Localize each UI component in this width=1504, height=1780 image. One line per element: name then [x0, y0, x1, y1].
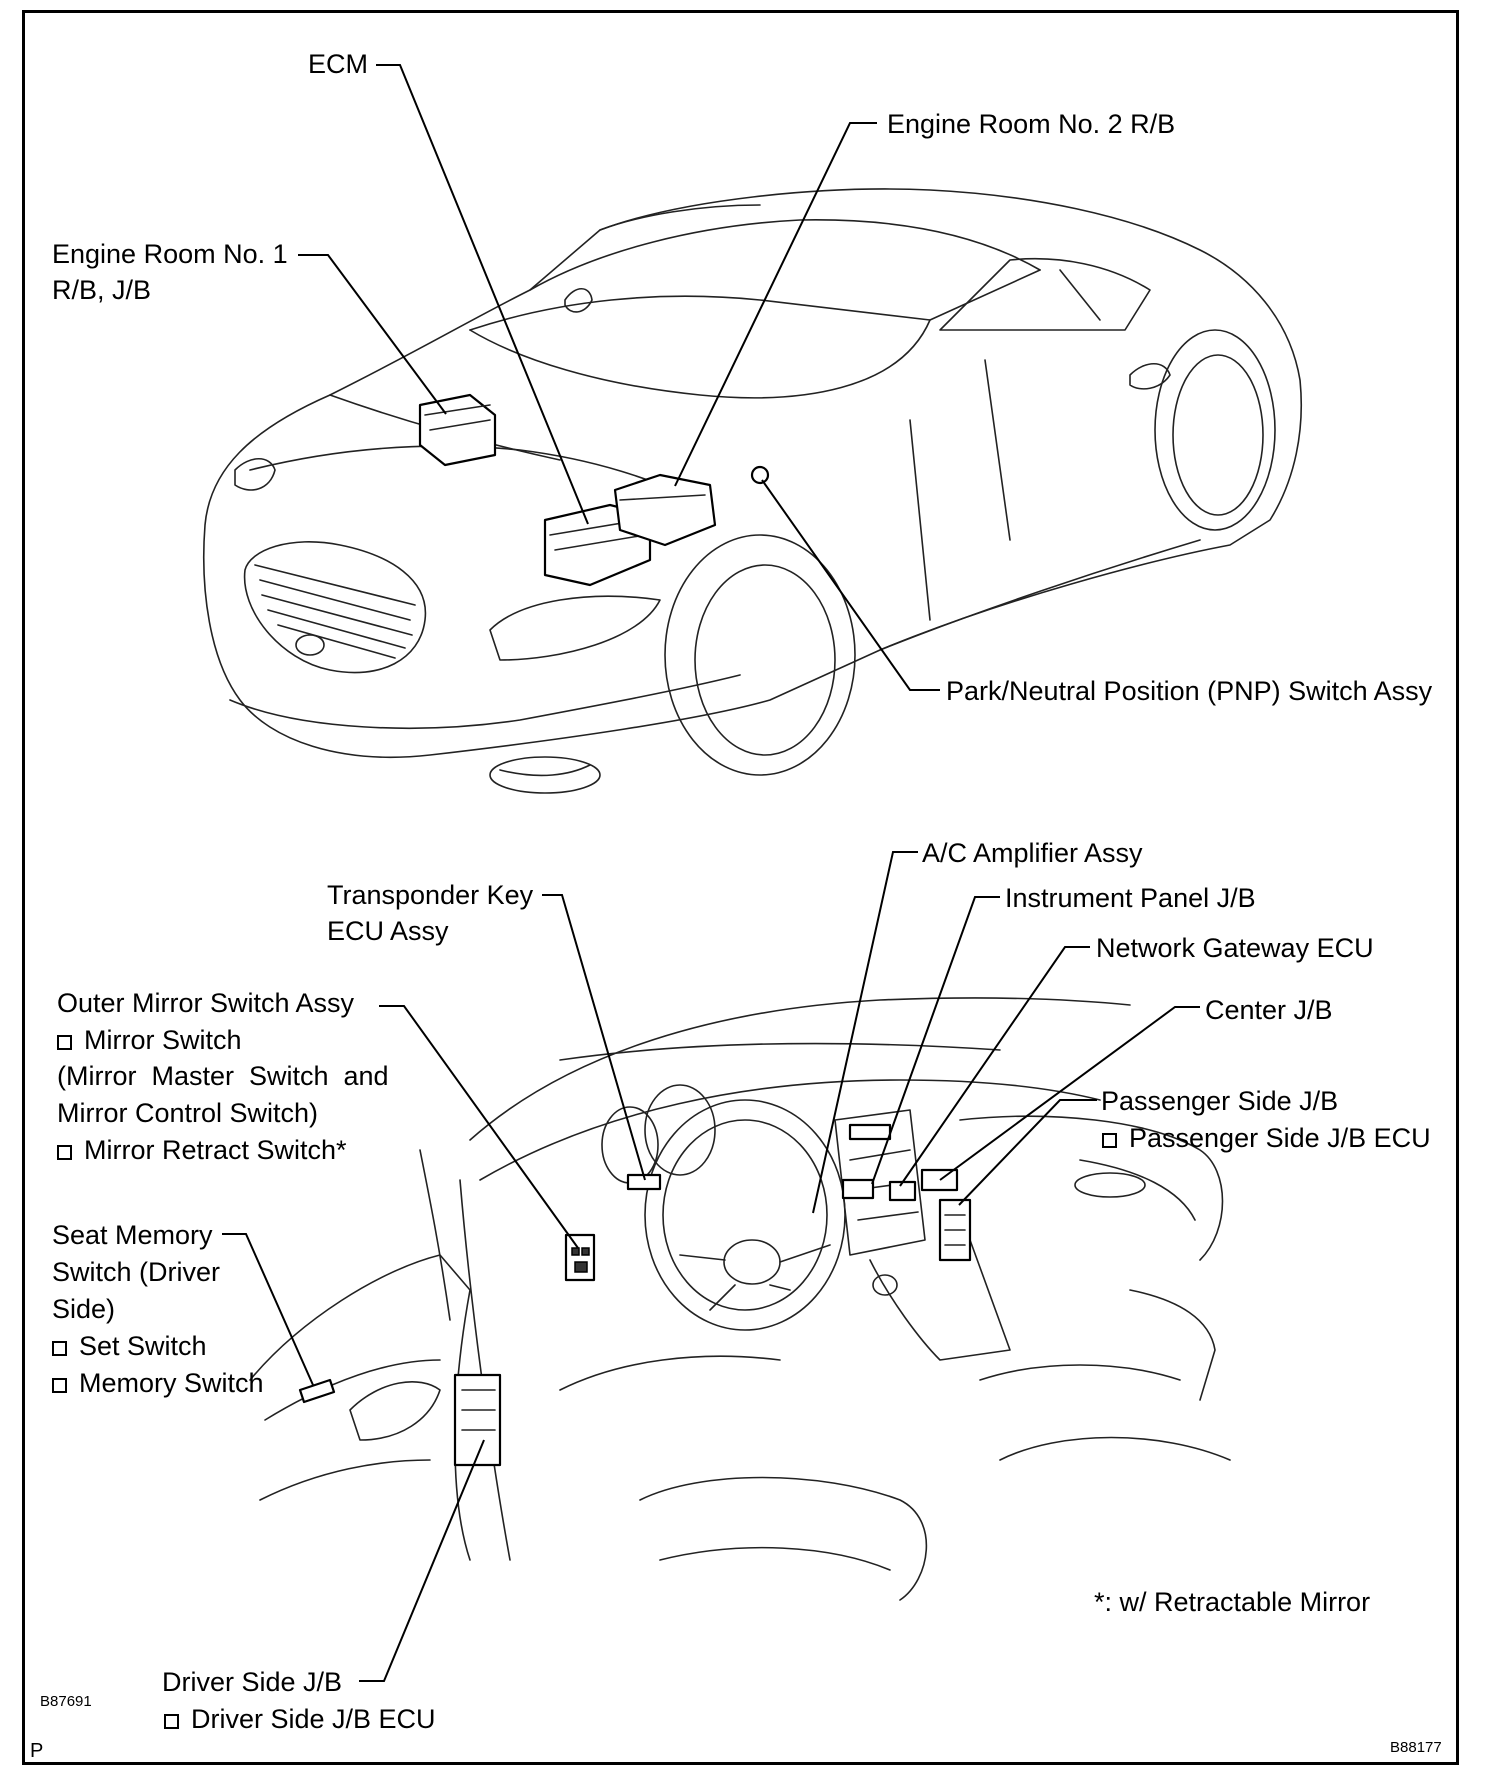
network-gateway-part [888, 1180, 917, 1202]
driver-side-jb-part [453, 1373, 502, 1467]
center-jb-part [920, 1168, 959, 1192]
mirror-master-label-line1: (Mirror Master Switch and [57, 1061, 389, 1091]
ac-amplifier-label: A/C Amplifier Assy [922, 838, 1143, 868]
outer-mirror-switch-part [564, 1233, 596, 1282]
figure-code-top: B87691 [40, 1693, 92, 1710]
engine-room-no2-rb-part [613, 473, 717, 547]
seat-memory-switch-part [298, 1378, 336, 1404]
pnp-switch-part [750, 465, 770, 485]
engine-room-no1-label-line1: Engine Room No. 1 [52, 239, 288, 269]
checkbox-square-icon [164, 1714, 179, 1729]
footnote-label: *: w/ Retractable Mirror [1094, 1587, 1371, 1617]
mirror-switch-label: Mirror Switch [57, 1022, 242, 1059]
memory-switch-label: Memory Switch [52, 1365, 264, 1402]
mirror-retract-label: Mirror Retract Switch* [57, 1132, 347, 1169]
checkbox-square-icon [57, 1035, 72, 1050]
driver-jb-ecu-label: Driver Side J/B ECU [164, 1701, 436, 1738]
figure-code-bottom: B88177 [1390, 1739, 1442, 1756]
diagram-frame [22, 10, 1459, 1765]
transponder-label-line1: Transponder Key [327, 880, 534, 910]
seat-memory-label-line2: Switch (Driver [52, 1257, 221, 1287]
driver-jb-label: Driver Side J/B [162, 1667, 343, 1697]
transponder-label-line2: ECU Assy [327, 916, 449, 946]
seat-memory-label-line3: Side) [52, 1294, 116, 1324]
checkbox-square-icon [52, 1378, 67, 1393]
passenger-jb-label: Passenger Side J/B [1101, 1086, 1339, 1116]
leader-lines [222, 64, 1200, 1682]
mirror-master-label-line2: Mirror Control Switch) [57, 1098, 319, 1128]
set-switch-label: Set Switch [52, 1328, 207, 1365]
passenger-jb-ecu-label: Passenger Side J/B ECU [1102, 1120, 1431, 1157]
instrument-panel-jb-part [841, 1178, 875, 1200]
engine-room-no1-label-line2: R/B, J/B [52, 275, 152, 305]
outer-mirror-label: Outer Mirror Switch Assy [57, 988, 355, 1018]
ac-amplifier-part [848, 1123, 892, 1141]
center-jb-label: Center J/B [1205, 995, 1333, 1025]
pnp-switch-label: Park/Neutral Position (PNP) Switch Assy [946, 676, 1433, 706]
instrument-panel-jb-label: Instrument Panel J/B [1005, 883, 1256, 913]
engine-room-no2-label: Engine Room No. 2 R/B [887, 109, 1176, 139]
network-gateway-label: Network Gateway ECU [1096, 933, 1374, 963]
checkbox-square-icon [57, 1145, 72, 1160]
car-exterior-illustration [202, 188, 1303, 794]
corner-mark: P [30, 1740, 44, 1762]
seat-memory-label-line1: Seat Memory [52, 1220, 213, 1250]
ecm-label: ECM [308, 49, 368, 79]
car-interior-illustration [249, 997, 1231, 1601]
checkbox-square-icon [52, 1341, 67, 1356]
checkbox-square-icon [1102, 1133, 1117, 1148]
